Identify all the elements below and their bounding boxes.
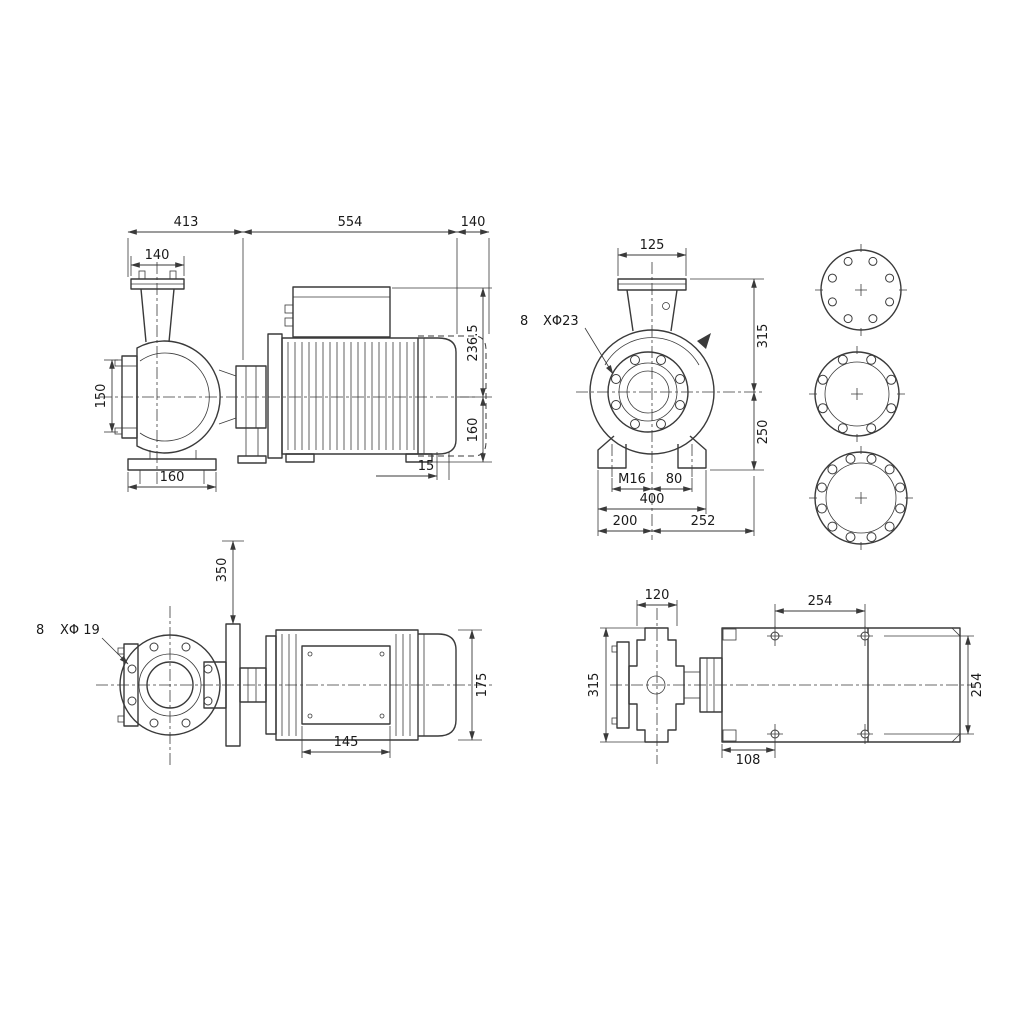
front-view-dimensions: 125 315 250 M16 80 400 200 252	[597, 238, 771, 536]
motor-footprint	[721, 626, 961, 744]
dim-foot-thread: M16	[618, 472, 646, 487]
pump-footprint	[611, 627, 685, 743]
motor-variant-outline	[418, 335, 487, 457]
discharge-flange	[130, 270, 185, 343]
bolt-count-label-top: 8	[36, 623, 44, 638]
mounting-holes	[767, 626, 873, 744]
dim-terminal-box: 145	[334, 735, 359, 750]
front-view: 8 XΦ23 125 315 250 M16 80 400	[520, 238, 771, 540]
dim-center-to-base: 160	[466, 418, 481, 443]
dim-center-left: 200	[613, 514, 638, 529]
dim-bolt-offset: 108	[736, 753, 761, 768]
dim-center-to-top: 236.5	[466, 324, 481, 361]
terminal-box-top	[301, 645, 391, 725]
dim-center-right: 252	[691, 514, 716, 529]
motor-top	[265, 629, 457, 741]
dim-center-to-base-front: 250	[756, 420, 771, 445]
fan-cover	[418, 337, 457, 455]
dim-discharge-flange-width: 140	[145, 248, 170, 263]
baseplate-dimensions: 120 254 315 254 108	[587, 588, 985, 768]
dim-clearance: 350	[215, 558, 230, 583]
suction-flange-top	[117, 643, 139, 727]
dim-flange-width: 125	[640, 238, 665, 253]
suction-flange-face	[607, 351, 689, 433]
dim-base-length: 315	[587, 673, 602, 698]
dim-bolt-pitch-side: 254	[970, 673, 985, 698]
dim-bolt-pitch-top: 254	[808, 594, 833, 609]
dim-half-width: 175	[475, 673, 490, 698]
dim-center-to-top-front: 315	[756, 324, 771, 349]
top-view-pump: 8 XΦ 19 350 145 175	[36, 540, 492, 766]
terminal-box	[284, 286, 391, 338]
pump-foot	[127, 450, 217, 484]
bearing-frame	[218, 365, 267, 464]
top-pump-dimensions: 350 145 175	[215, 540, 490, 758]
top-view-baseplate: 120 254 315 254 108	[587, 588, 985, 768]
dim-motor-length: 554	[338, 215, 363, 230]
discharge-flange-front	[617, 278, 687, 332]
dim-pump-length: 413	[174, 215, 199, 230]
dim-foot-span: 400	[640, 492, 665, 507]
volute-casing	[136, 340, 221, 454]
motor	[267, 286, 487, 463]
flange-2	[809, 346, 905, 442]
dim-base-width: 120	[645, 588, 670, 603]
flange-patterns	[809, 244, 913, 550]
dim-hole-offset: 80	[666, 472, 683, 487]
rotation-arrow-icon	[697, 333, 711, 349]
discharge-flange-top	[119, 634, 221, 736]
bearing-and-coupling	[203, 623, 267, 747]
volute-front	[589, 329, 715, 455]
bolt-callout-top: 8 XΦ 19	[36, 623, 129, 665]
bolt-holes-label: XΦ23	[543, 314, 579, 329]
dim-rear: 140	[461, 215, 486, 230]
flange-1	[815, 244, 907, 336]
side-view: 413 554 140 140 150 236.5 160 160	[94, 215, 492, 492]
bolt-callout-front: 8 XΦ23	[520, 314, 614, 375]
fan-cover-top	[418, 633, 457, 737]
bolt-holes-label-top: XΦ 19	[60, 623, 100, 638]
suction-flange	[114, 355, 138, 439]
dim-suction-diameter: 150	[94, 384, 109, 409]
flange-3	[809, 446, 913, 550]
dim-foot-gap: 15	[418, 459, 435, 474]
pump-feet-front	[597, 435, 707, 478]
side-view-dimensions: 413 554 140 140 150 236.5 160 160	[94, 215, 492, 492]
dim-foot-length: 160	[160, 470, 185, 485]
bolt-count-label: 8	[520, 314, 528, 329]
